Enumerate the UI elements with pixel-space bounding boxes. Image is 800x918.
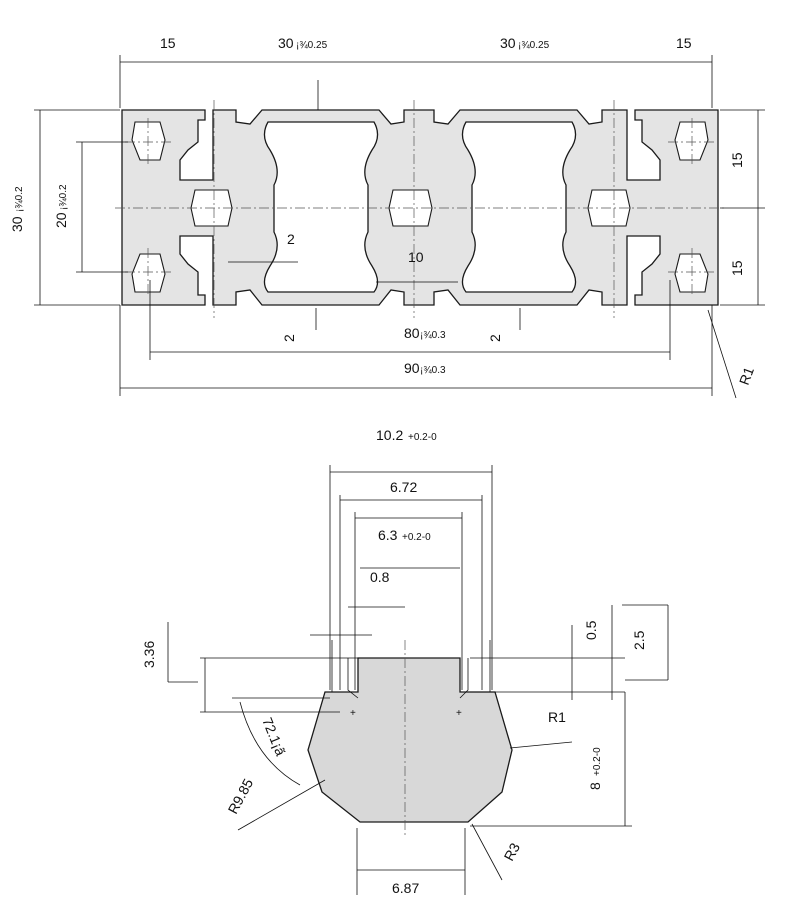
- dim-width-30-a: 30: [278, 35, 294, 51]
- dim-tol-6-3: +0.2-0: [402, 532, 431, 543]
- dim-chamfer-0-5: 0.5: [583, 620, 599, 640]
- dim-width-15-left: 15: [160, 35, 176, 51]
- profile-dimension-lines: [34, 55, 765, 399]
- dim-right-top-15: 15: [729, 152, 745, 168]
- dim-right-bottom-15: 15: [729, 260, 745, 276]
- dim-radius-9-85: R9.85: [225, 776, 257, 817]
- dim-radius-r1: R1: [736, 365, 757, 387]
- dim-radius-r3: R3: [501, 840, 524, 864]
- dim-bottom-6-87: 6.87: [392, 880, 419, 896]
- dim-tol-8: +0.2-0: [592, 747, 603, 776]
- dim-tol-height-20: ¡¾0.2: [58, 184, 69, 210]
- dim-tol-30-a: ¡¾0.25: [296, 40, 328, 51]
- dim-height-2-5: 2.5: [631, 630, 647, 650]
- slot-section: [307, 657, 513, 823]
- dim-tol-30-b: ¡¾0.25: [518, 40, 550, 51]
- dim-wall-2-bottom-right: 2: [487, 334, 503, 342]
- dim-tol-height-30: ¡¾0.2: [14, 186, 25, 212]
- dim-depth-8: 8: [587, 782, 603, 790]
- dim-tol-90: ¡¾0.3: [420, 365, 446, 376]
- cavity-left: [263, 121, 379, 293]
- dim-width-10-2: 10.2: [376, 427, 403, 443]
- dim-tol-80: ¡¾0.3: [420, 330, 446, 341]
- dim-wall-2-inner: 2: [287, 231, 295, 247]
- dim-tol-10-2: +0.2-0: [408, 432, 437, 443]
- dim-depth-3-36: 3.36: [141, 641, 157, 668]
- center-lines: [115, 100, 725, 318]
- dim-span-80: 80: [404, 325, 420, 341]
- svg-text:+: +: [456, 708, 462, 719]
- cavity-right: [461, 121, 577, 293]
- dim-width-6-3: 6.3: [378, 527, 398, 543]
- slot-detail-view: + +: [141, 427, 669, 896]
- dim-width-15-right: 15: [676, 35, 692, 51]
- svg-text:+: +: [350, 708, 356, 719]
- dim-height-30: 30: [9, 216, 25, 232]
- dim-width-6-72: 6.72: [390, 479, 417, 495]
- dim-radius-r1-slot: R1: [548, 709, 566, 725]
- dim-angle-72: 72.1¡ã: [259, 715, 289, 758]
- dim-height-20: 20: [53, 212, 69, 228]
- profile-view: 15 30 ¡¾0.25 30 ¡¾0.25 15 30 ¡¾0.2 20 ¡¾…: [9, 35, 765, 399]
- slot-dimension-lines: [167, 465, 669, 895]
- dim-gap-10: 10: [408, 249, 424, 265]
- dim-wall-2-bottom-left: 2: [281, 334, 297, 342]
- dim-width-30-b: 30: [500, 35, 516, 51]
- dim-span-90: 90: [404, 360, 420, 376]
- dim-lip-0-8: 0.8: [370, 569, 390, 585]
